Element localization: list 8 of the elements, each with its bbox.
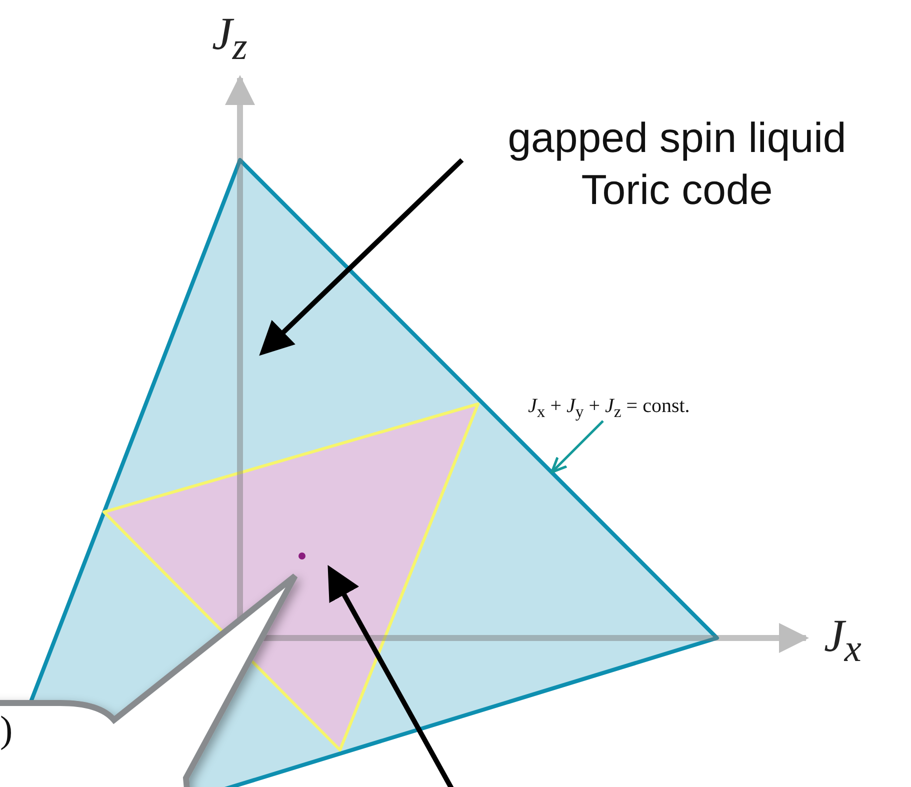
axis-label: J$_{x}$	[824, 609, 862, 672]
constraint-equation: J$_{x}$ + J$_{y}$ + J$_{z}$ = const.	[528, 394, 691, 423]
region-annotation: gapped spin liquid Toric code	[506, 113, 848, 215]
callout-tooltip	[0, 572, 300, 787]
axis-label: J$_{z}$	[212, 7, 248, 70]
bubble-text: )	[0, 708, 13, 752]
leader-line	[550, 420, 604, 474]
arrow	[259, 158, 464, 356]
